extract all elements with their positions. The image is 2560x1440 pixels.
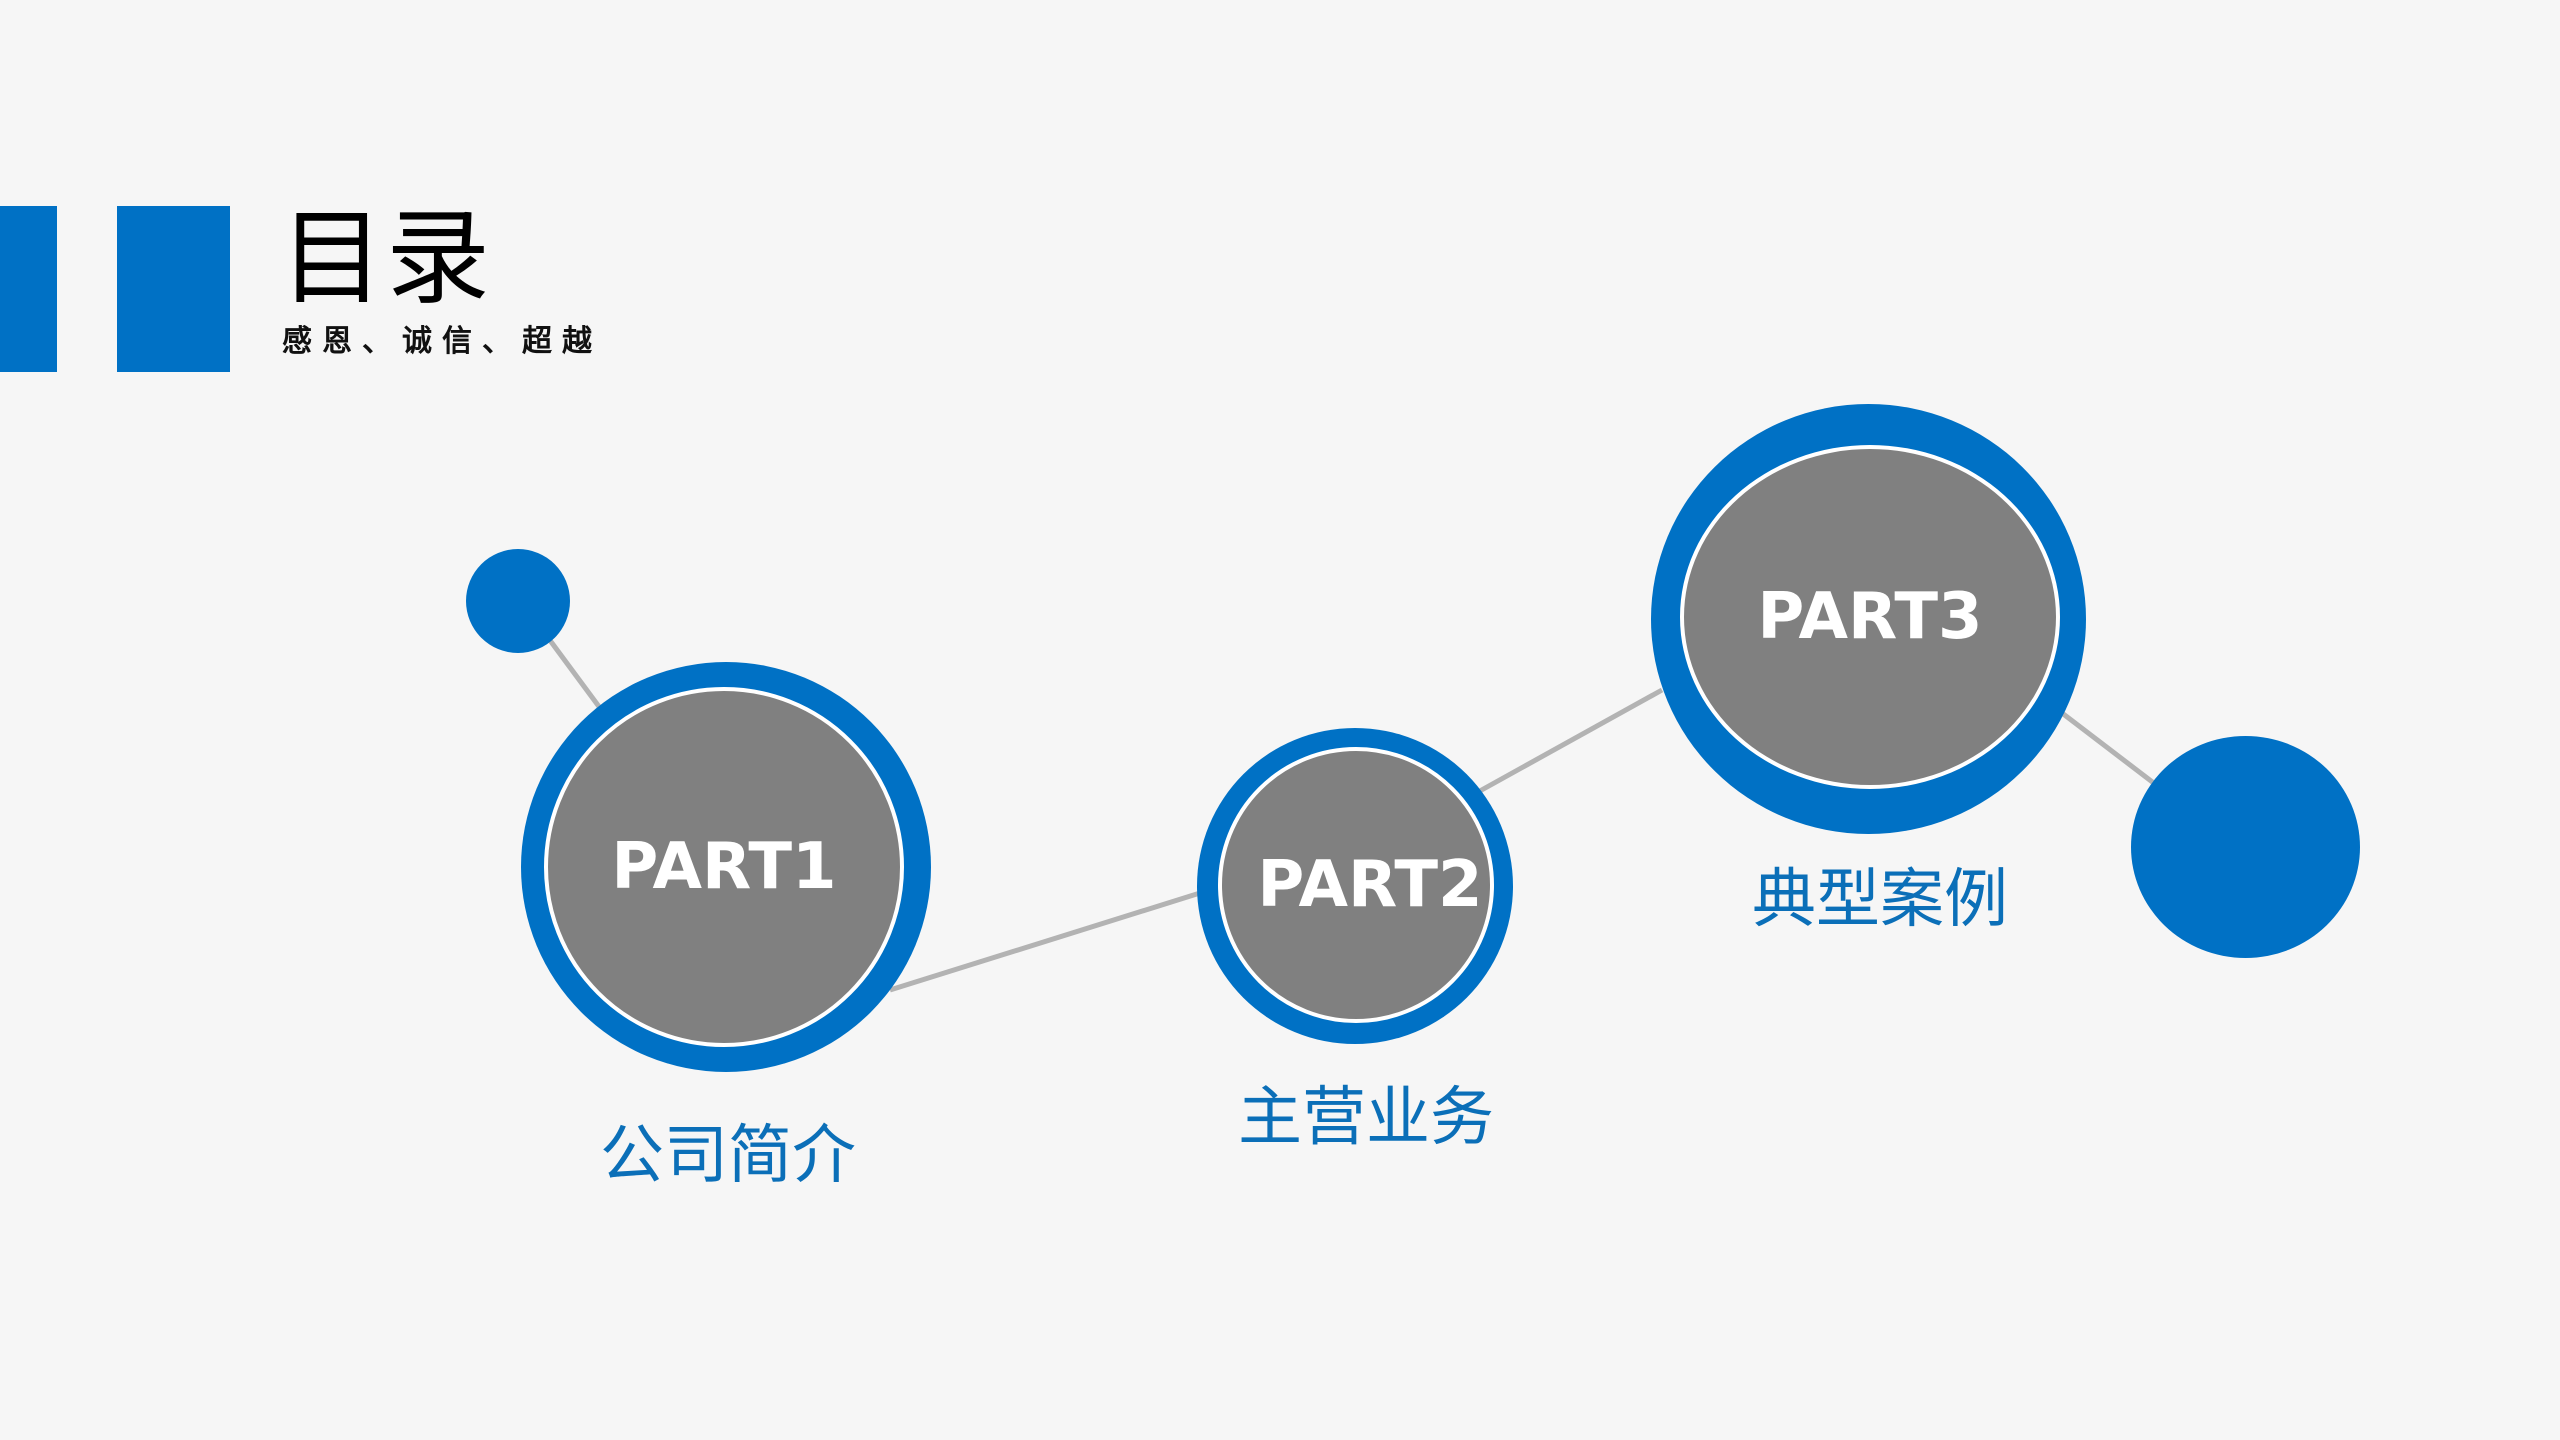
connector-part3-to-dot bbox=[2060, 711, 2157, 786]
connector-part2-to-part3 bbox=[1476, 687, 1664, 795]
page-title: 目录 bbox=[280, 197, 493, 319]
part2-label[interactable]: 主营业务 bbox=[1238, 1081, 1494, 1155]
page-subtitle: 感恩、诚信、超越 bbox=[282, 324, 602, 359]
decorative-dot-small bbox=[466, 549, 570, 653]
part1-badge: PART1 bbox=[611, 830, 837, 904]
decorative-dot-large bbox=[2131, 736, 2360, 958]
part2-badge: PART2 bbox=[1257, 848, 1483, 922]
accent-bar-right bbox=[117, 206, 230, 372]
accent-bar-left bbox=[0, 206, 57, 372]
part3-badge: PART3 bbox=[1757, 580, 1983, 654]
part2-circle[interactable]: PART2 bbox=[1218, 747, 1494, 1023]
connector-part1-to-part2 bbox=[889, 890, 1201, 993]
part1-circle[interactable]: PART1 bbox=[544, 687, 904, 1047]
part3-label[interactable]: 典型案例 bbox=[1752, 863, 2008, 937]
part3-circle[interactable]: PART3 bbox=[1680, 445, 2060, 789]
connector-dot-to-part1 bbox=[546, 637, 603, 710]
part1-label[interactable]: 公司简介 bbox=[600, 1119, 856, 1193]
